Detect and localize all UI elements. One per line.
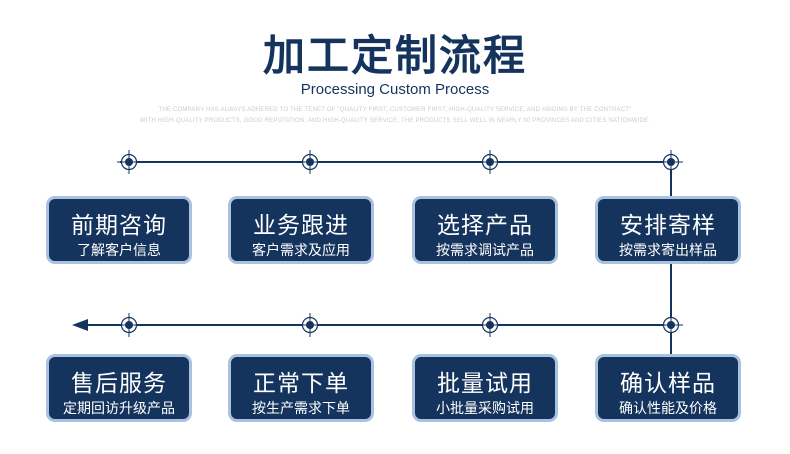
step-title: 业务跟进 — [253, 213, 349, 239]
step-description: 按需求调试产品 — [436, 243, 534, 259]
step-title: 选择产品 — [437, 213, 533, 239]
target-marker-icon — [478, 150, 502, 174]
step-description: 按生产需求下单 — [252, 401, 350, 417]
target-marker-icon — [478, 313, 502, 337]
step-title: 前期咨询 — [71, 213, 167, 239]
tagline-line-1: THE COMPANY HAS ALWAYS ADHERED TO THE TE… — [158, 107, 632, 113]
target-marker-icon — [298, 313, 322, 337]
flow-arrow-head — [72, 319, 88, 331]
target-marker-icon — [117, 150, 141, 174]
target-marker-icon — [659, 313, 683, 337]
step-description: 客户需求及应用 — [252, 243, 350, 259]
step-title: 安排寄样 — [620, 213, 716, 239]
step-description: 定期回访升级产品 — [63, 401, 175, 417]
step-box-confirm-sample: 确认样品 确认性能及价格 — [595, 354, 741, 422]
step-box-select-product: 选择产品 按需求调试产品 — [412, 196, 558, 264]
step-description: 按需求寄出样品 — [619, 243, 717, 259]
step-description: 了解客户信息 — [77, 243, 161, 259]
step-box-batch-trial: 批量试用 小批量采购试用 — [412, 354, 558, 422]
target-marker-icon — [117, 313, 141, 337]
step-box-follow-up: 业务跟进 客户需求及应用 — [228, 196, 374, 264]
page-subtitle: Processing Custom Process — [300, 81, 490, 98]
tagline-line-2: WITH HIGH-QUALITY PRODUCTS, GOOD REPUTAT… — [139, 118, 651, 124]
target-marker-icon — [659, 150, 683, 174]
step-description: 小批量采购试用 — [436, 401, 534, 417]
step-box-after-sales: 售后服务 定期回访升级产品 — [46, 354, 192, 422]
step-title: 正常下单 — [253, 371, 349, 397]
step-box-consultation: 前期咨询 了解客户信息 — [46, 196, 192, 264]
step-title: 售后服务 — [71, 371, 167, 397]
step-description: 确认性能及价格 — [619, 401, 717, 417]
step-title: 批量试用 — [437, 371, 533, 397]
step-box-send-sample: 安排寄样 按需求寄出样品 — [595, 196, 741, 264]
page-title: 加工定制流程 — [262, 31, 527, 80]
step-title: 确认样品 — [620, 371, 716, 397]
target-marker-icon — [298, 150, 322, 174]
step-box-place-order: 正常下单 按生产需求下单 — [228, 354, 374, 422]
